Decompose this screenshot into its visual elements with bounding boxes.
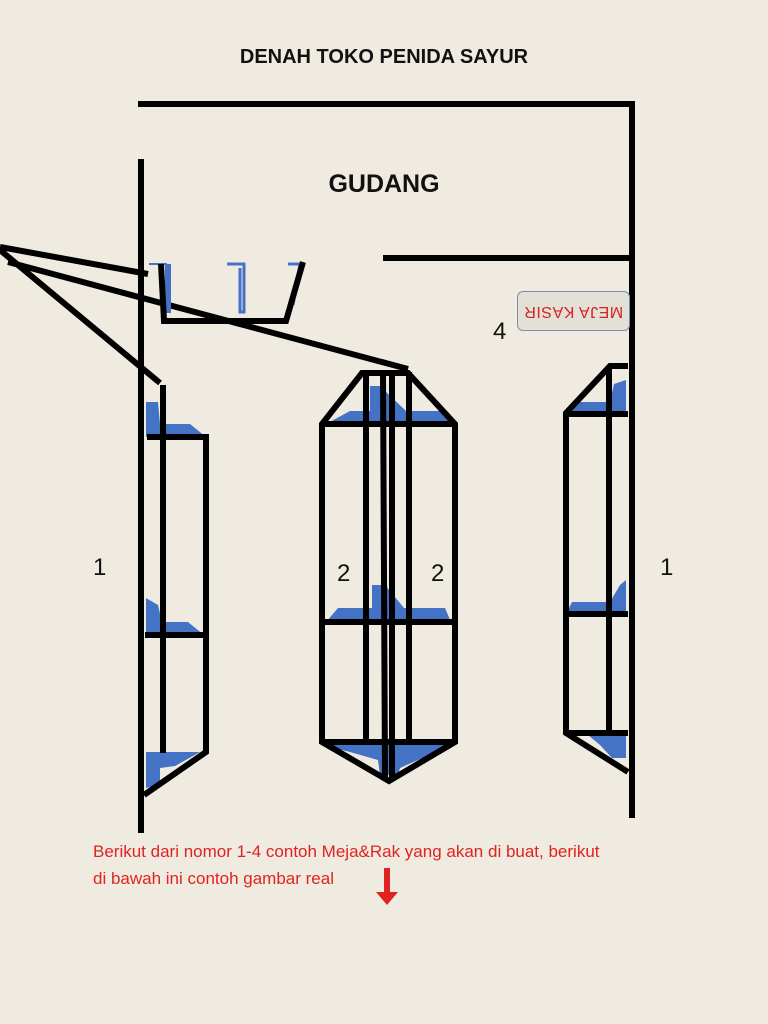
entry-lines xyxy=(0,244,409,386)
rack-number-right: 1 xyxy=(660,554,674,581)
left-rack xyxy=(142,385,209,798)
note-line-1: Berikut dari nomor 1-4 contoh Meja&Rak y… xyxy=(93,842,600,861)
meja-kasir-label: MEJA KASIR xyxy=(523,303,624,320)
rack-number-center-right: 2 xyxy=(431,560,445,587)
gudang-label: GUDANG xyxy=(328,170,440,198)
kasir-number: 4 xyxy=(493,318,507,345)
meja-kasir: MEJA KASIR xyxy=(517,291,630,331)
rack-number-left: 1 xyxy=(93,554,107,581)
right-rack xyxy=(563,363,630,775)
small-shelf xyxy=(149,261,306,324)
instruction-note: Berikut dari nomor 1-4 contoh Meja&Rak y… xyxy=(93,838,713,892)
note-line-2: di bawah ini contoh gambar real xyxy=(93,869,334,888)
rack-number-center-left: 2 xyxy=(337,560,351,587)
arrow-down-icon xyxy=(376,868,398,905)
center-rack xyxy=(319,370,458,785)
plan-title: DENAH TOKO PENIDA SAYUR xyxy=(239,46,529,68)
